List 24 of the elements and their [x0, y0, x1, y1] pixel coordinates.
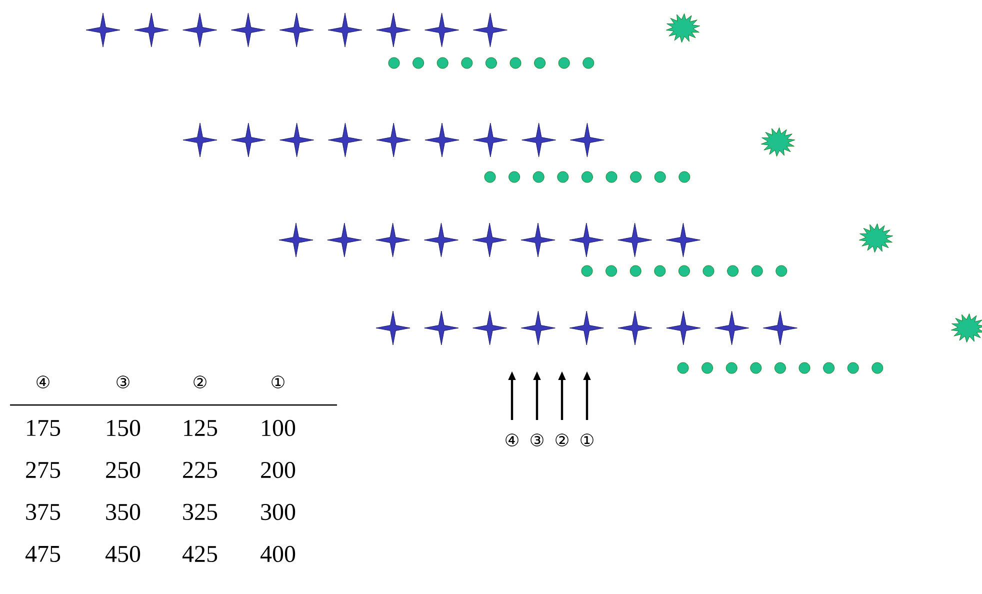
arrow-label: ④ — [506, 434, 518, 446]
column-header: ③ — [116, 376, 130, 388]
table-cell: 100 — [262, 420, 296, 436]
table-cell: 450 — [105, 546, 140, 562]
column-header: ① — [272, 376, 284, 388]
column-header: ② — [194, 376, 206, 388]
table-cell: 300 — [261, 504, 296, 520]
table-cell: 250 — [106, 462, 140, 478]
table-cell: 275 — [26, 462, 60, 478]
table-cell: 325 — [183, 504, 218, 520]
arrow-label: ③ — [530, 434, 544, 446]
column-header: ④ — [36, 376, 50, 388]
table-cell: 475 — [25, 546, 60, 562]
table-cell: 225 — [183, 462, 218, 478]
table-cell: 200 — [261, 462, 296, 478]
table-cell: 400 — [260, 546, 296, 562]
arrow-label: ① — [580, 434, 594, 446]
table-cell: 425 — [182, 546, 218, 562]
arrow-label: ② — [556, 434, 568, 446]
table-cell: 150 — [107, 420, 140, 436]
table-cell: 175 — [27, 420, 60, 436]
table-cell: 125 — [184, 420, 218, 436]
table-cell: 350 — [106, 504, 140, 520]
table-cell: 375 — [26, 504, 60, 520]
